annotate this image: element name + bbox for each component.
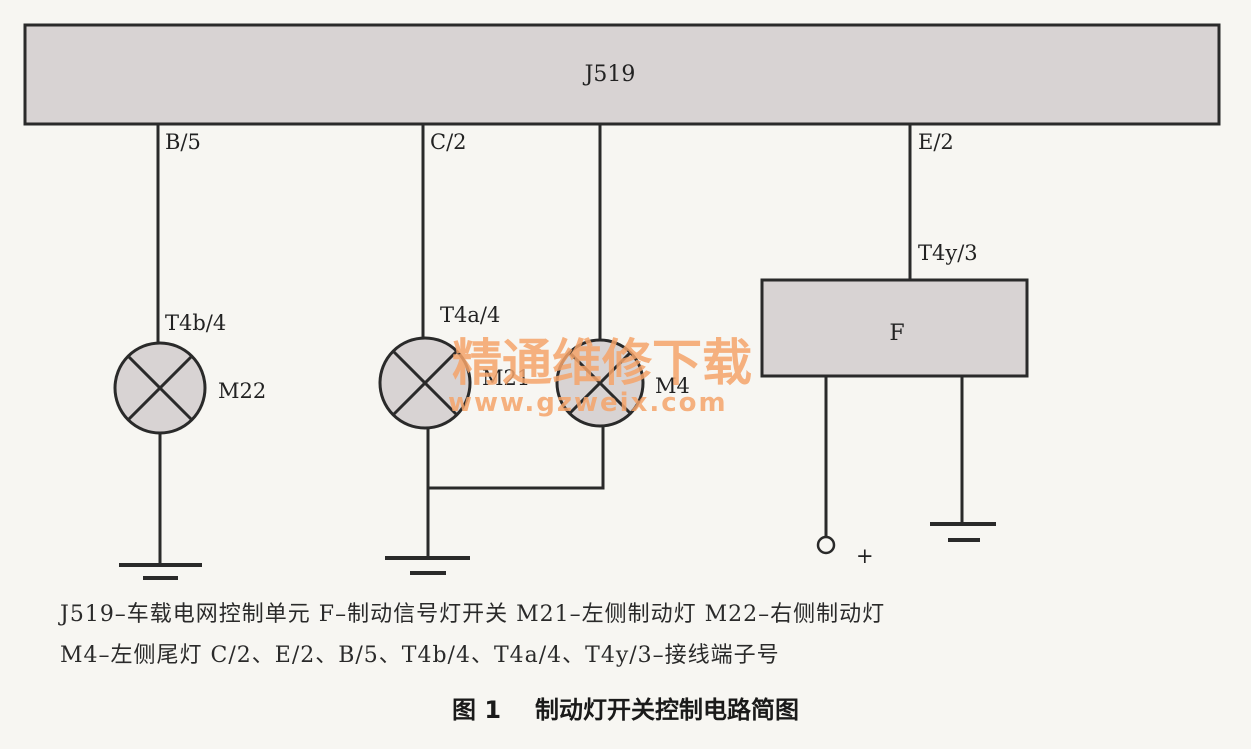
- supply-label: +: [856, 544, 874, 568]
- watermark-url: www.gzweix.com: [448, 388, 728, 418]
- control-unit-j519: [23, 23, 1221, 126]
- brake-light-switch-f: [760, 278, 1029, 378]
- ground-symbol-3: [930, 522, 996, 542]
- legend-line-1: J519–车载电网控制单元 F–制动信号灯开关 M21–左侧制动灯 M22–右侧…: [60, 602, 886, 627]
- lamp-m21: [378, 336, 472, 430]
- pin-label-b5: B/5: [165, 130, 201, 154]
- pin-label-e2: E/2: [918, 130, 954, 154]
- lamp-label-m21: M21: [482, 366, 530, 390]
- lamp-m22: [113, 341, 207, 435]
- pin-label-c2: C/2: [430, 130, 467, 154]
- supply-terminal: [816, 535, 836, 555]
- pin-label-t4a4: T4a/4: [440, 303, 500, 327]
- lamp-m4: [555, 338, 645, 428]
- ground-symbol-2: [385, 556, 470, 575]
- lamp-label-m4: M4: [655, 374, 690, 398]
- switch-label: F: [889, 321, 904, 346]
- ground-symbol-1: [119, 563, 202, 580]
- pin-label-t4b4: T4b/4: [165, 311, 226, 335]
- figure-caption: 图 1 制动灯开关控制电路简图: [0, 690, 1251, 725]
- legend-line-2: M4–左侧尾灯 C/2、E/2、B/5、T4b/4、T4a/4、T4y/3–接线…: [60, 643, 780, 668]
- wire-m4-return: [428, 426, 605, 490]
- watermark-text: 精通维修下载: [452, 334, 752, 392]
- pin-label-t4y3: T4y/3: [918, 241, 978, 265]
- figure-number: 图 1: [451, 696, 502, 724]
- lamp-label-m22: M22: [218, 379, 266, 403]
- figure-title: 制动灯开关控制电路简图: [535, 696, 800, 724]
- control-unit-label: J519: [583, 62, 636, 87]
- circuit-diagram: J519 B/5 T4b/4 M22 C/2 T4a/4 M21: [23, 23, 1221, 580]
